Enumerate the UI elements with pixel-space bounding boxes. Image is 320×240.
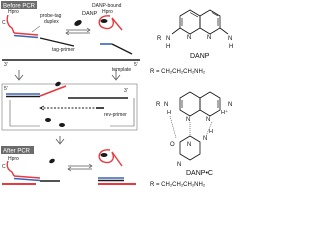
cycle-arrow-right bbox=[110, 98, 135, 127]
complex-n8: N bbox=[206, 117, 210, 123]
complex-h-plus: H⁺ bbox=[221, 109, 228, 116]
danp-free-mid-2 bbox=[59, 123, 65, 127]
cytosine-nh2-h: H bbox=[209, 129, 213, 135]
hpro-hairpin-after bbox=[98, 149, 114, 164]
tag-primer-bound bbox=[111, 43, 133, 55]
three-prime-label-top: 3' bbox=[4, 62, 8, 68]
probe-tag-duplex-top: Hpro C probe-tag duplex tag-primer 3' 5' bbox=[2, 9, 140, 68]
danp-h-left: H bbox=[166, 44, 170, 50]
danp-h-right: H bbox=[229, 44, 233, 50]
after-arrow-back-head bbox=[67, 166, 72, 172]
hpro-hairpin-bound bbox=[98, 15, 114, 30]
tag-strand-after bbox=[13, 177, 41, 182]
danp-c-complex: R N N H N N H⁺ O N N H N DANP•C R = CH₂C… bbox=[150, 91, 232, 188]
r-definition-1: R = CH₂CH₂CH₂NH₂ bbox=[150, 69, 206, 75]
danp-molecule bbox=[74, 20, 82, 26]
template-label: template bbox=[112, 67, 131, 73]
danp-pcr-scheme: Before PCR Hpro C probe-tag duplex tag-p… bbox=[1, 1, 233, 188]
danp-binding: DANP bbox=[65, 11, 98, 36]
danp-bound-label-1: DANP-bound bbox=[92, 3, 122, 9]
hpro-stem-bound bbox=[111, 17, 123, 31]
after-pcr-label: After PCR bbox=[3, 149, 31, 155]
probe-strand-after bbox=[13, 175, 41, 179]
after-pcr-products: Hpro C bbox=[2, 149, 136, 185]
cycle-arrow-left bbox=[9, 100, 40, 127]
danp-structure: N N N N H H R DANP R = CH₂CH₂CH₂NH₂ bbox=[150, 9, 233, 75]
probe-tag-duplex-label-1: probe-tag bbox=[40, 13, 62, 19]
down-arrow-left bbox=[14, 70, 24, 81]
danp-n1: N bbox=[187, 35, 191, 41]
arrow-back-head bbox=[65, 30, 70, 36]
tag-primer-strand-top bbox=[39, 37, 75, 47]
hpro-stem-after bbox=[111, 151, 123, 167]
danp-bound-label-2: Hpro bbox=[102, 9, 113, 15]
tag-primer-label: tag-primer bbox=[52, 47, 75, 53]
down-arrows-1 bbox=[14, 70, 121, 81]
probe-strand-top bbox=[13, 32, 39, 36]
probe-strand-mid bbox=[39, 85, 67, 97]
hpro-label-top: Hpro bbox=[8, 9, 19, 15]
hpro-loop-top bbox=[6, 14, 15, 34]
complex-n-left: N bbox=[164, 102, 168, 108]
complex-name: DANP•C bbox=[186, 170, 213, 177]
danp-n8: N bbox=[207, 35, 211, 41]
after-arrow-forward-head bbox=[88, 163, 93, 169]
complex-h-left: H bbox=[167, 110, 171, 116]
rev-primer-arrowhead bbox=[39, 105, 45, 111]
danp-mid bbox=[55, 81, 61, 87]
danp-bound-after bbox=[100, 153, 108, 157]
duplex-pointer bbox=[31, 25, 41, 33]
r-definition-2: R = CH₂CH₂CH₂NH₂ bbox=[150, 182, 206, 188]
c-label-after: C bbox=[2, 164, 6, 170]
complex-r-left: R bbox=[156, 102, 161, 108]
complex-n1: N bbox=[186, 117, 190, 123]
extension-box bbox=[1, 83, 138, 131]
cytosine-n3: N bbox=[187, 142, 191, 148]
five-prime-label-mid: 5' bbox=[4, 86, 8, 92]
down-arrow-right bbox=[111, 70, 121, 81]
danp-bound-molecule bbox=[100, 19, 108, 23]
cytosine-nh2-n: N bbox=[203, 136, 207, 142]
danp-r-left: R bbox=[157, 36, 162, 42]
before-pcr-label: Before PCR bbox=[3, 4, 36, 10]
c-label-top: C bbox=[2, 20, 6, 26]
cytosine-o: O bbox=[170, 142, 175, 148]
before-pcr-tag: Before PCR bbox=[1, 1, 37, 10]
arrow-forward-head bbox=[86, 27, 91, 33]
danp-name: DANP bbox=[190, 53, 210, 60]
tag-strand-top bbox=[13, 34, 39, 39]
danp-nh-left: N bbox=[166, 36, 170, 42]
after-pcr-tag: After PCR bbox=[1, 146, 34, 155]
danp-nh-right: N bbox=[228, 36, 232, 42]
three-prime-label-mid: 3' bbox=[124, 88, 128, 94]
complex-n-right: N bbox=[228, 102, 232, 108]
cytosine-n1: N bbox=[177, 162, 181, 168]
five-prime-label-top: 5' bbox=[134, 62, 138, 68]
down-arrows-2 bbox=[55, 136, 65, 145]
hpro-label-after: Hpro bbox=[8, 156, 19, 162]
down-arrow-center bbox=[55, 136, 65, 145]
rev-primer-label: rev-primer bbox=[104, 112, 127, 118]
extension-step: 5' 3' rev-primer bbox=[1, 81, 138, 131]
danp-free-mid bbox=[45, 118, 51, 122]
danp-bound-hpro: DANP-bound Hpro template bbox=[92, 3, 133, 73]
probe-tag-duplex-label-2: duplex bbox=[44, 19, 59, 25]
danp-after bbox=[49, 158, 55, 164]
hpro-loop-after bbox=[6, 160, 15, 177]
danp-label: DANP bbox=[82, 11, 98, 17]
